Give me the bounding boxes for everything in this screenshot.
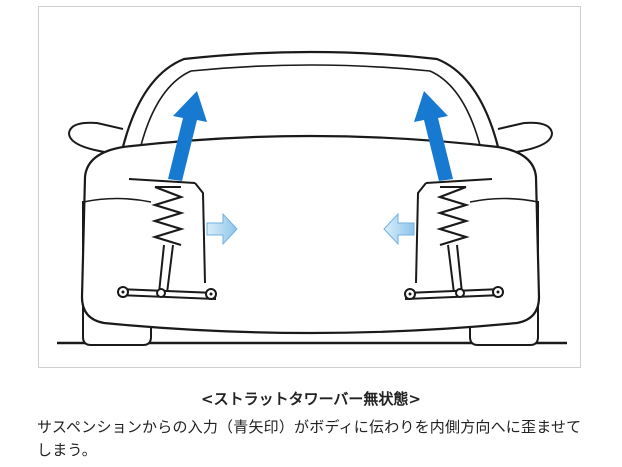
car-roof: [119, 50, 502, 156]
left-spring: [151, 185, 185, 247]
windshield: [138, 64, 483, 154]
car-front-diagram: [57, 50, 567, 346]
right-mirror: [497, 121, 554, 154]
left-strut-assembly: [117, 178, 217, 301]
right-inward-arrow: [383, 212, 415, 246]
right-spring: [436, 185, 470, 247]
figure-caption: <ストラットタワーバー無状態>: [201, 390, 421, 408]
car-body: [80, 134, 541, 335]
right-arch: [469, 197, 539, 203]
right-force-arrow: [414, 91, 453, 181]
description-text: サスペンションからの入力（青矢印）がボディに伝わりを内側方向へに歪ませてしまう。: [37, 418, 582, 459]
diagram-frame: [38, 6, 581, 368]
left-mirror: [67, 121, 124, 154]
left-force-arrow: [168, 91, 207, 181]
right-strut-assembly: [404, 178, 504, 301]
left-inward-arrow: [206, 212, 238, 246]
left-arch: [82, 197, 152, 203]
